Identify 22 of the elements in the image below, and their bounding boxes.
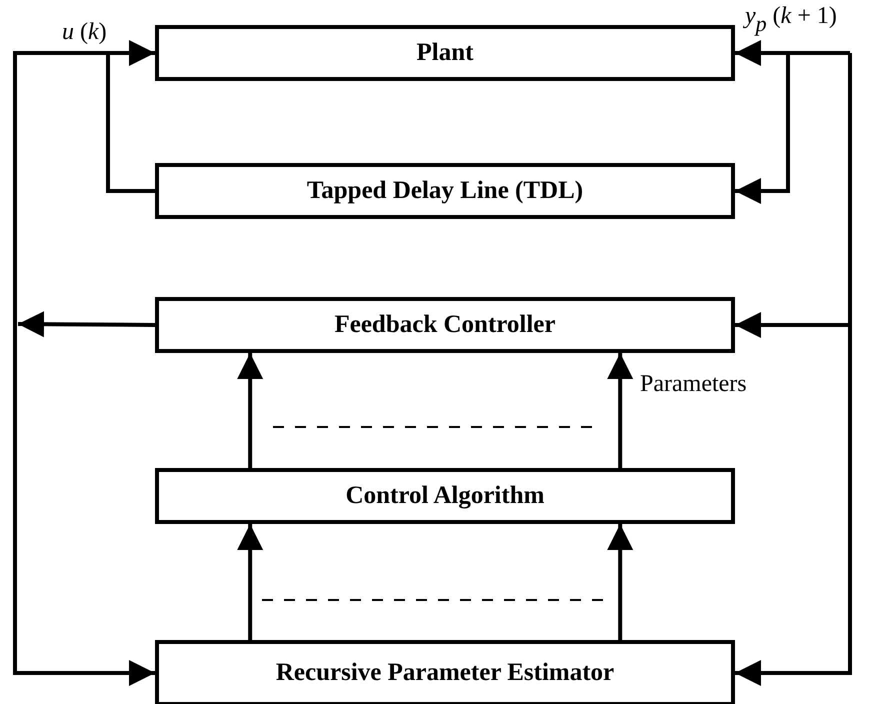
box-label: Plant bbox=[416, 39, 474, 67]
process-box bbox=[155, 25, 735, 81]
arrow bbox=[607, 524, 634, 640]
process-box bbox=[155, 468, 735, 524]
signal-label: Parameters bbox=[640, 372, 747, 396]
box-label: Recursive Parameter Estimator bbox=[276, 659, 614, 687]
arrow bbox=[13, 40, 155, 324]
connector-line bbox=[106, 55, 155, 193]
box-label: Control Algorithm bbox=[346, 482, 544, 510]
signal-label: u (k) bbox=[62, 20, 107, 44]
process-box bbox=[155, 163, 735, 219]
arrow bbox=[735, 55, 790, 204]
arrow bbox=[735, 40, 850, 66]
arrow bbox=[607, 353, 634, 468]
arrow bbox=[13, 324, 155, 686]
process-box bbox=[155, 640, 735, 704]
process-box bbox=[155, 297, 735, 353]
arrow bbox=[237, 353, 264, 468]
box-label: Tapped Delay Line (TDL) bbox=[306, 177, 584, 205]
arrow bbox=[18, 311, 156, 338]
arrow bbox=[237, 524, 264, 640]
box-label: Feedback Controller bbox=[334, 311, 556, 339]
